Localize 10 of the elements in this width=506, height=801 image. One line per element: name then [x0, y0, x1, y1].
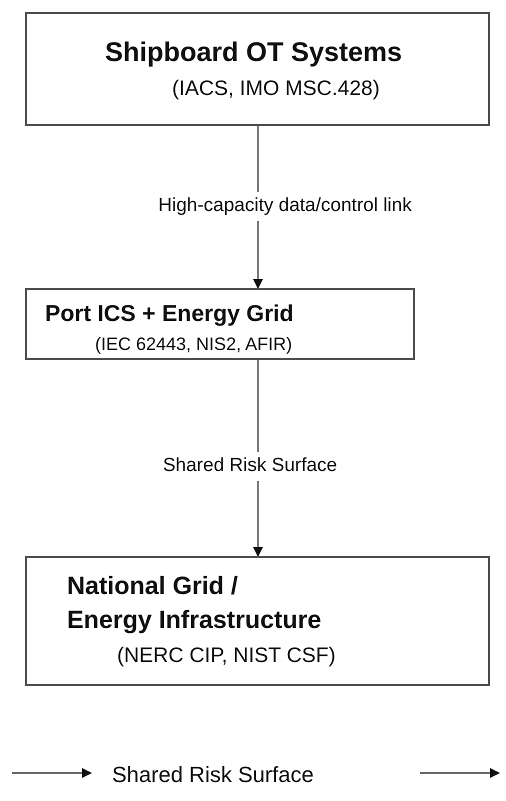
box-title: Shipboard OT Systems [104, 36, 404, 69]
box-title: National Grid / Energy Infrastructure [66, 571, 322, 636]
box-subtitle: (IACS, IMO MSC.428) [171, 76, 381, 102]
process-box [25, 288, 415, 360]
box-subtitle: (IEC 62443, NIS2, AFIR) [94, 332, 294, 356]
process-box [25, 556, 490, 686]
process-box [25, 12, 490, 126]
box-title: Port ICS + Energy Grid [44, 299, 295, 328]
flow-caption: Shared Risk Surface [112, 761, 314, 789]
box-subtitle: (NERC CIP, NIST CSF) [116, 642, 337, 668]
